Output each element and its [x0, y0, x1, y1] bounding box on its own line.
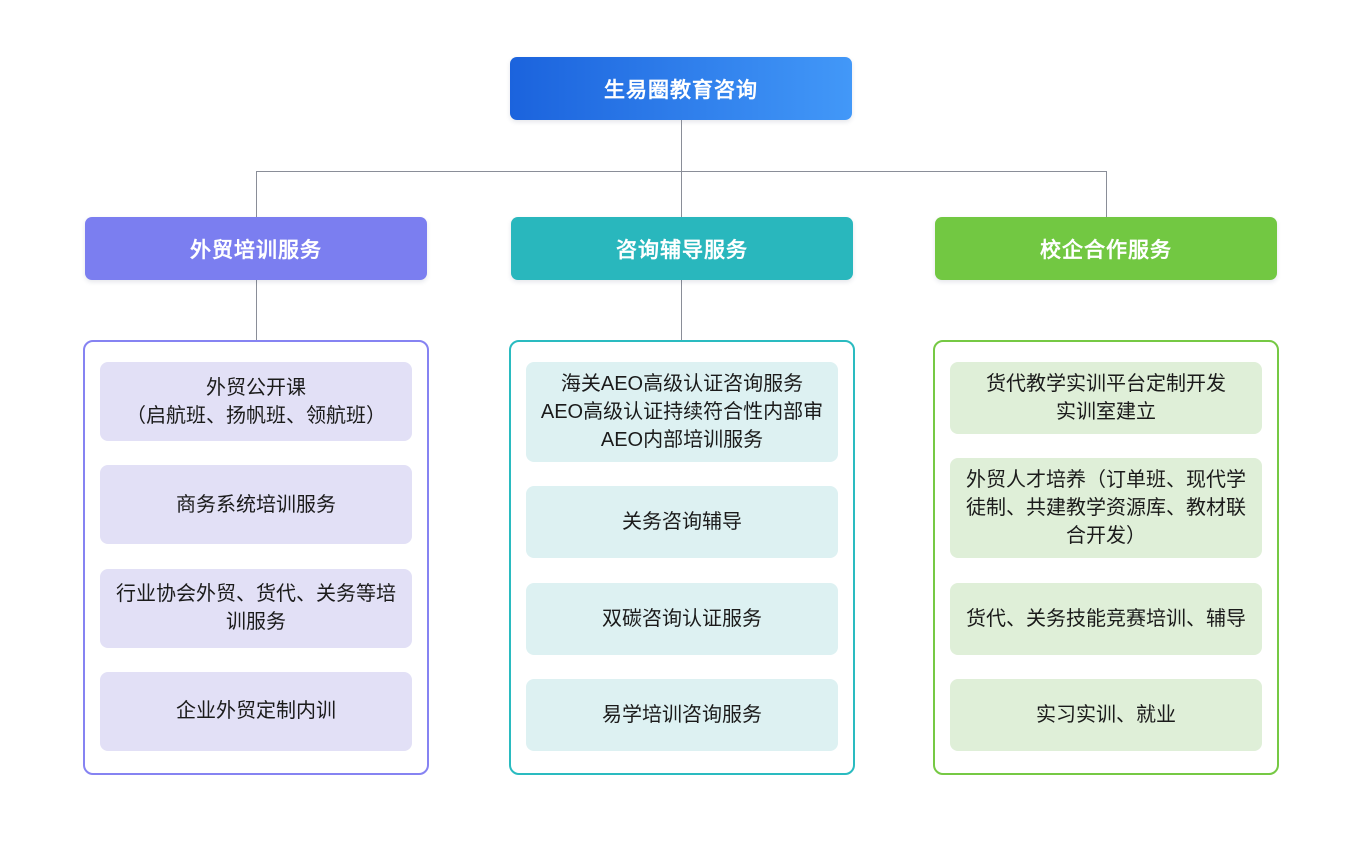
branch-item: 货代、关务技能竞赛培训、辅导 [950, 582, 1262, 655]
branch-item: 海关AEO高级认证咨询服务 AEO高级认证持续符合性内部审 AEO内部培训服务 [526, 362, 838, 462]
branch-item: 易学培训咨询服务 [526, 678, 838, 751]
branch-item-label: 实习实训、就业 [1036, 703, 1176, 726]
branch-item-label: 外贸人才培养（订单班、现代学徒制、共建教学资源库、教材联合开发） [966, 469, 1246, 548]
branch-container-school-enterprise: 货代教学实训平台定制开发 实训室建立 外贸人才培养（订单班、现代学徒制、共建教学… [933, 340, 1279, 775]
connector-drop-left [256, 171, 257, 217]
branch-item: 关务咨询辅导 [526, 486, 838, 559]
branch-container-consulting: 海关AEO高级认证咨询服务 AEO高级认证持续符合性内部审 AEO内部培训服务 … [509, 340, 855, 775]
branch-item-label: 海关AEO高级认证咨询服务 AEO高级认证持续符合性内部审 AEO内部培训服务 [540, 373, 824, 451]
branch-item: 实习实训、就业 [950, 678, 1262, 751]
branch-header-trade-training: 外贸培训服务 [85, 217, 427, 280]
branch-item-label: 外贸公开课 （启航班、扬帆班、领航班） [126, 376, 386, 427]
connector-stem-middle [681, 280, 682, 340]
branch-header-label: 校企合作服务 [1040, 238, 1172, 262]
branch-item-label: 行业协会外贸、货代、关务等培训服务 [116, 583, 396, 634]
branch-item-label: 企业外贸定制内训 [176, 700, 336, 723]
connector-drop-middle [681, 171, 682, 217]
branch-header-label: 外贸培训服务 [190, 238, 322, 262]
branch-item: 商务系统培训服务 [100, 465, 412, 545]
branch-header-school-enterprise: 校企合作服务 [935, 217, 1277, 280]
branch-item: 企业外贸定制内训 [100, 671, 412, 751]
connector-drop-right [1106, 171, 1107, 217]
branch-container-trade-training: 外贸公开课 （启航班、扬帆班、领航班） 商务系统培训服务 行业协会外贸、货代、关… [83, 340, 429, 775]
branch-header-consulting: 咨询辅导服务 [511, 217, 853, 280]
branch-item: 外贸人才培养（订单班、现代学徒制、共建教学资源库、教材联合开发） [950, 458, 1262, 559]
branch-item-label: 关务咨询辅导 [622, 511, 742, 534]
branch-header-label: 咨询辅导服务 [616, 238, 748, 262]
connector-stem-left [256, 280, 257, 340]
branch-item-label: 货代教学实训平台定制开发 实训室建立 [986, 373, 1226, 423]
branch-item-label: 商务系统培训服务 [176, 493, 336, 516]
branch-item: 外贸公开课 （启航班、扬帆班、领航班） [100, 362, 412, 441]
branch-item: 双碳咨询认证服务 [526, 582, 838, 655]
branch-item-label: 易学培训咨询服务 [602, 703, 762, 726]
root-node-label: 生易圈教育咨询 [604, 78, 758, 102]
connector-root-stem [681, 120, 682, 171]
branch-item-label: 货代、关务技能竞赛培训、辅导 [966, 607, 1246, 630]
root-node: 生易圈教育咨询 [510, 57, 852, 120]
branch-item: 货代教学实训平台定制开发 实训室建立 [950, 362, 1262, 434]
branch-item: 行业协会外贸、货代、关务等培训服务 [100, 568, 412, 648]
branch-item-label: 双碳咨询认证服务 [602, 607, 762, 630]
